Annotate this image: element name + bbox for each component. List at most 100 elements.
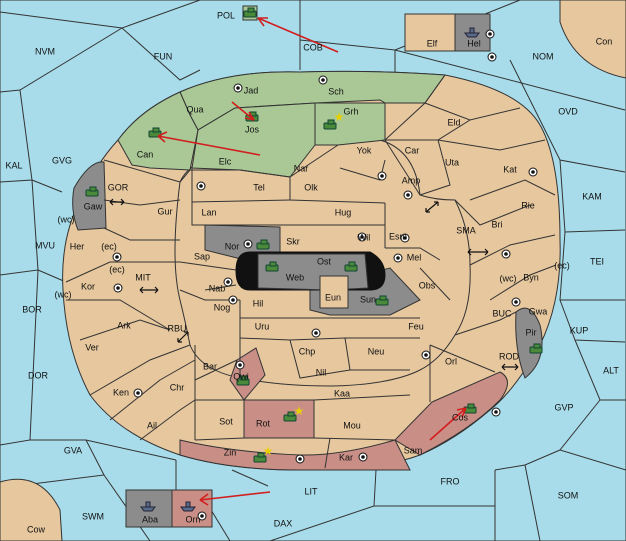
label-bri: Bri (492, 219, 503, 229)
region-ost-web[interactable] (257, 253, 369, 291)
label-ost: Ost (317, 256, 332, 266)
label-sma: SMA (456, 225, 476, 235)
label-obs: Obs (419, 280, 436, 290)
label-coast-ec: (ec) (101, 241, 117, 251)
region-zin-kar[interactable] (179, 439, 411, 471)
label-nil: Nil (316, 367, 327, 377)
label-aba: Aba (142, 514, 158, 524)
label-kor: Kor (81, 281, 95, 291)
label-kal: KAL (5, 160, 22, 170)
label-hug: Hug (335, 207, 352, 217)
label-ark: Ark (117, 320, 131, 330)
star-icon: ★ (294, 404, 305, 418)
label-gwa: Gwa (529, 306, 548, 316)
label-sun: Sun (360, 294, 376, 304)
region-rot[interactable] (243, 399, 315, 439)
label-nog: Nog (214, 302, 231, 312)
label-web: Web (286, 272, 304, 282)
army-icon[interactable] (283, 411, 297, 422)
label-orl: Orl (445, 356, 457, 366)
label-zin: Zin (224, 447, 237, 457)
army-icon[interactable] (344, 261, 358, 272)
label-gaw: Gaw (84, 201, 103, 211)
label-rod: ROD (499, 351, 520, 361)
label-her: Her (70, 241, 85, 251)
label-sam: Sam (404, 445, 423, 455)
label-byn: Byn (523, 272, 539, 282)
label-alt: ALT (603, 365, 619, 375)
label-coast-wc: (wc) (58, 214, 75, 224)
label-coast-ec: (ec) (554, 260, 570, 270)
army-icon[interactable] (256, 239, 270, 250)
label-jos: Jos (245, 124, 260, 134)
label-ken: Ken (113, 387, 129, 397)
label-wil: Wil (358, 232, 371, 242)
region-jos-elc[interactable] (191, 102, 316, 178)
canal-arrows (109, 198, 519, 371)
label-gur: Gur (157, 206, 172, 216)
label-nor: Nor (225, 241, 240, 251)
label-nab: Nab (209, 283, 226, 293)
army-icon[interactable] (253, 452, 267, 463)
label-nar: Nar (294, 163, 309, 173)
label-skr: Skr (286, 236, 300, 246)
fleet-icon[interactable] (140, 501, 156, 512)
label-sot: Sot (219, 416, 233, 426)
label-mvu: MVU (35, 240, 55, 250)
label-gvg: GVG (52, 155, 72, 165)
label-buc: BUC (492, 308, 512, 318)
label-elf: Elf (427, 38, 438, 48)
label-bor: BOR (22, 304, 42, 314)
label-uta: Uta (445, 157, 459, 167)
label-kat: Kat (503, 164, 517, 174)
region-cow[interactable] (0, 478, 63, 541)
label-con: Con (596, 36, 613, 46)
fleet-icon[interactable] (180, 501, 196, 512)
army-icon[interactable] (85, 186, 99, 197)
fleet-icon[interactable] (464, 27, 480, 38)
label-esm: Esm (389, 231, 407, 241)
label-sap: Sap (194, 251, 210, 261)
region-pir[interactable] (515, 307, 543, 379)
label-kar: Kar (339, 452, 353, 462)
label-ail: Ail (147, 420, 157, 430)
label-chp: Chp (299, 346, 316, 356)
region-cos-sam[interactable] (394, 371, 508, 456)
supply-centers (112, 29, 538, 521)
region-elf[interactable] (404, 13, 456, 52)
region-jad-sch[interactable] (179, 70, 446, 131)
label-coast-wc: (wc) (500, 273, 517, 283)
army-icon[interactable] (323, 119, 337, 130)
label-kup: KUP (570, 325, 589, 335)
label-feu: Feu (408, 321, 424, 331)
label-nom: NOM (533, 51, 554, 61)
units: ★ ★ ★ (85, 7, 543, 512)
label-uru: Uru (255, 321, 270, 331)
label-coast-ec: (ec) (109, 264, 125, 274)
label-neu: Neu (368, 346, 385, 356)
label-olk: Olk (304, 182, 318, 192)
label-amp: Amp (402, 175, 421, 185)
label-pol: POL (217, 10, 235, 20)
label-dor: DOR (28, 370, 49, 380)
army-icon[interactable] (236, 375, 250, 386)
army-icon[interactable] (265, 261, 279, 272)
label-cow: Cow (27, 524, 46, 534)
label-kaa: Kaa (334, 388, 350, 398)
label-cos: Cos (452, 412, 469, 422)
label-grh: Grh (343, 106, 358, 116)
label-tel: Tel (253, 182, 265, 192)
label-hil: Hil (253, 298, 264, 308)
army-icon[interactable] (375, 295, 389, 306)
army-icon[interactable] (243, 7, 257, 18)
label-som: SOM (558, 490, 579, 500)
label-mit: MIT (135, 272, 151, 282)
region-eun[interactable] (319, 275, 349, 309)
label-jad: Jad (244, 85, 259, 95)
label-gvp: GVP (554, 402, 573, 412)
label-orn: Orn (185, 514, 200, 524)
region-labels: POL COB Elf Hel Con NVM FUN NOM OVD KAL … (5, 10, 619, 534)
army-icon[interactable] (529, 343, 543, 354)
